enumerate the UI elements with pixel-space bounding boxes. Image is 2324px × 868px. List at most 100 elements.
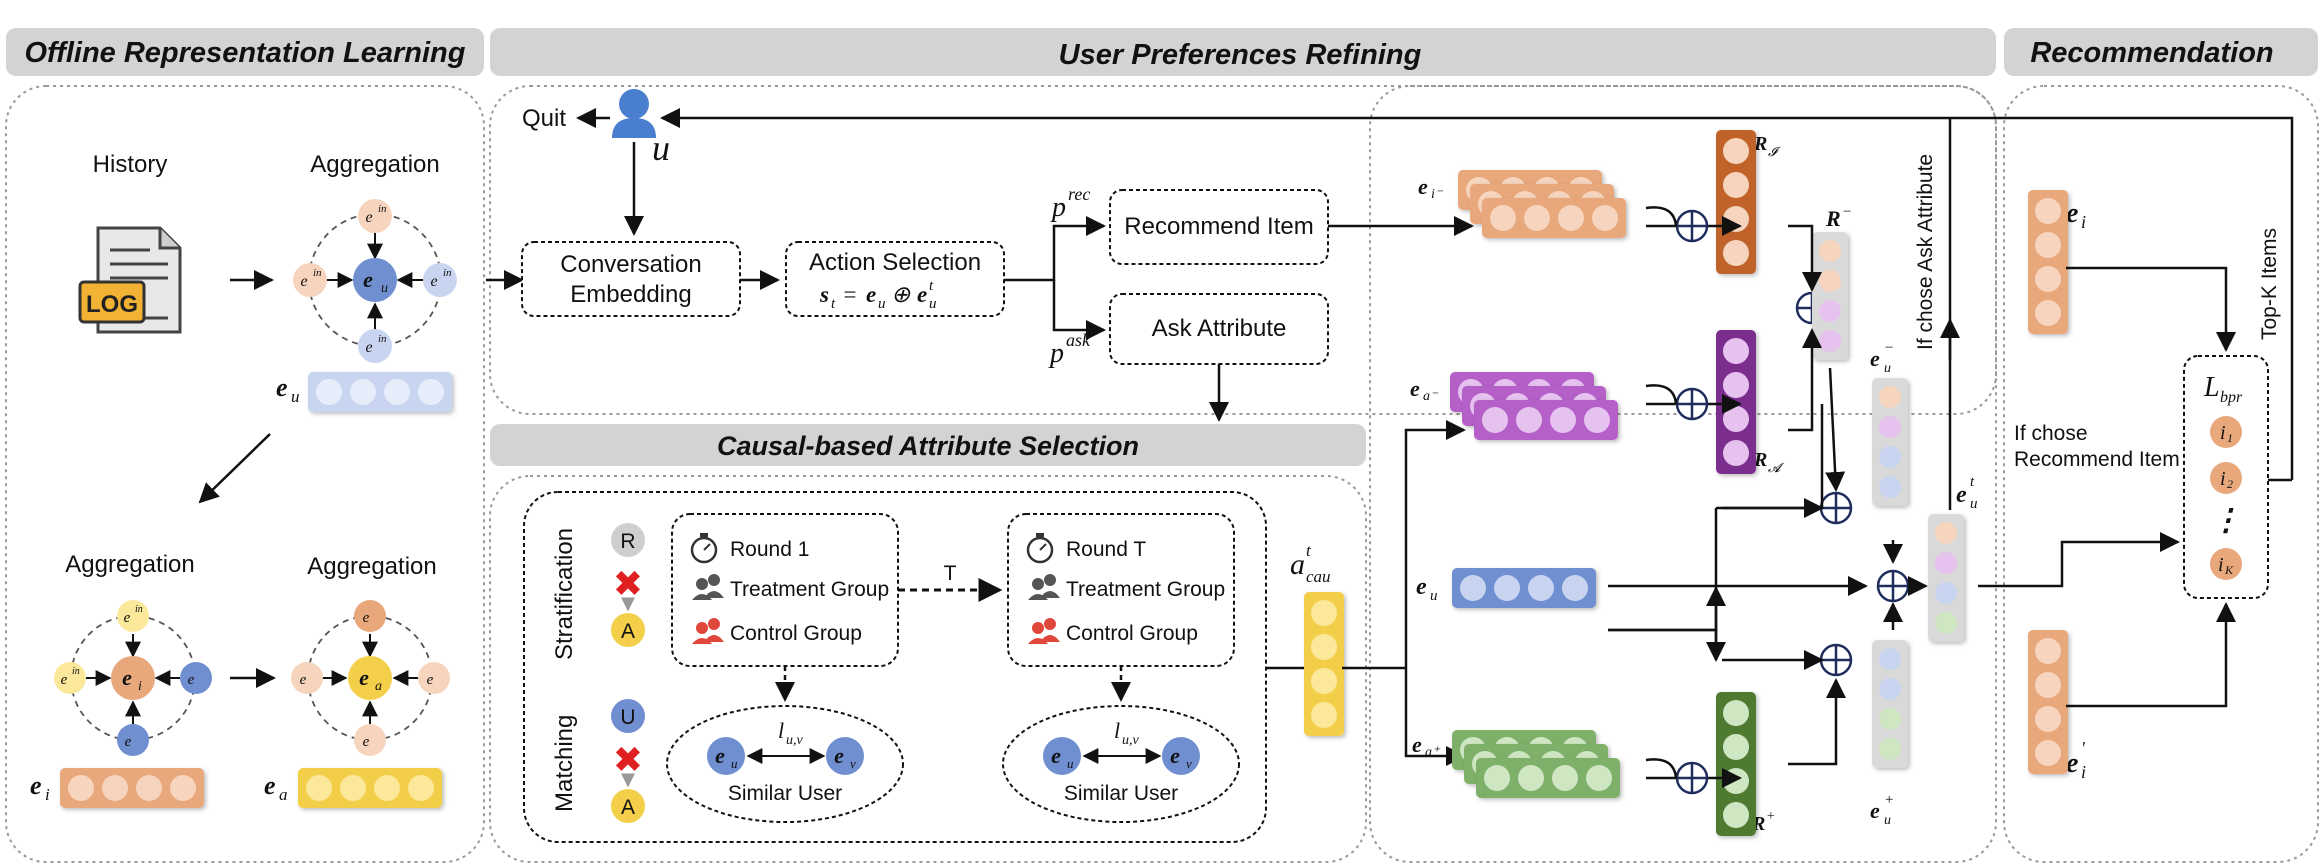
aggregation-graph-user: e u e in e in e in e in	[293, 199, 457, 363]
rec-e-i-sub: i	[2081, 212, 2086, 232]
vector-cell	[350, 379, 376, 405]
stopwatch-icon	[690, 533, 718, 564]
vector-cell	[1586, 765, 1612, 791]
arrow-cau-to-a-plus	[1404, 668, 1466, 766]
vector-R-minus	[1812, 232, 1848, 360]
e-u-vector-sub: u	[291, 387, 300, 406]
recommend-item-label: Recommend Item	[1124, 213, 1313, 240]
stopwatch-icon	[1026, 533, 1054, 564]
svg-text:e: e	[427, 672, 434, 688]
e-u-t-sub: u	[1970, 496, 1978, 512]
similar-user-group-1: e u e v l u,v Similar User	[666, 705, 904, 823]
concat-operator	[1819, 643, 1853, 677]
loss-sub: bpr	[2220, 389, 2243, 406]
svg-text:e: e	[1170, 743, 1180, 768]
round1-treatment-label: Treatment Group	[730, 578, 889, 601]
svg-text:l: l	[778, 718, 784, 743]
action-formula: s t = e u ⊕ e u t	[819, 278, 937, 312]
vector-cell	[1490, 205, 1516, 231]
concat-operator	[1675, 209, 1709, 243]
vector-cell	[1879, 738, 1901, 760]
embedding-vector-e-i	[60, 768, 204, 808]
vector-cell	[1550, 407, 1576, 433]
svg-text:R: R	[620, 530, 635, 553]
vector-cell	[1879, 648, 1901, 670]
e-i-vector-sub: i	[45, 785, 50, 804]
rank-ellipsis: ⋮	[2211, 504, 2241, 537]
embedding-vector-e-u-mid	[1452, 568, 1596, 608]
top-k-label: Top-K Items	[2258, 228, 2281, 340]
panel-causal	[489, 475, 1367, 863]
vector-cell	[1879, 416, 1901, 438]
R-A-label: R	[1753, 449, 1767, 471]
stack-e-a-minus	[1450, 372, 1618, 440]
header-causal: Causal-based Attribute Selection	[717, 431, 1139, 461]
vector-cell	[1879, 678, 1901, 700]
treatment-group-icon	[692, 574, 724, 600]
if-chose-rec-label-2: Recommend Item	[2014, 448, 2180, 471]
vector-e-u-plus	[1872, 640, 1908, 768]
vector-cell	[68, 775, 94, 801]
concat-operator	[1819, 491, 1853, 525]
node-e-u-center	[353, 258, 397, 302]
concat-operator	[1675, 761, 1709, 795]
rec-vector-e-i-prime	[2028, 630, 2068, 774]
svg-text:u,v: u,v	[1122, 733, 1140, 748]
svg-text:e: e	[430, 273, 437, 290]
curved-connector	[1645, 206, 1678, 227]
svg-text:e: e	[122, 665, 132, 690]
svg-text:e: e	[359, 665, 369, 690]
header-refining-bg	[490, 28, 1996, 76]
embedding-vector-e-a	[298, 768, 442, 808]
vector-body	[1476, 758, 1620, 798]
vector-cell	[1311, 634, 1337, 660]
user-symbol: u	[652, 128, 670, 168]
vector-body	[1452, 568, 1596, 608]
svg-text:=: =	[842, 282, 858, 307]
a-cau-sup: t	[1306, 541, 1312, 560]
vector-cell	[1935, 612, 1957, 634]
vector-cell	[1518, 765, 1544, 791]
svg-text:v: v	[1186, 756, 1192, 771]
e-u-t-label: e	[1956, 482, 1967, 508]
vector-cell	[1723, 372, 1749, 398]
svg-text:in: in	[443, 267, 452, 279]
refining-connectors	[1608, 216, 2180, 788]
if-chose-ask-label: If chose Ask Attribute	[1914, 154, 1937, 350]
vector-cell	[1516, 407, 1542, 433]
arrow-feedback-loop	[660, 108, 2294, 480]
vector-body	[298, 768, 442, 808]
svg-text:e: e	[61, 672, 68, 688]
svg-text:U: U	[620, 706, 635, 729]
vector-body	[1872, 378, 1908, 506]
vector-cell	[1311, 702, 1337, 728]
svg-text:t: t	[831, 296, 836, 312]
vector-body	[1716, 130, 1756, 274]
svg-text:in: in	[313, 267, 322, 279]
svg-text:e: e	[125, 734, 132, 750]
vector-cell	[1935, 582, 1957, 604]
header-offline: Offline Representation Learning	[25, 37, 466, 69]
svg-text:in: in	[72, 666, 80, 677]
rec-e-i-prime-mark: ′	[2081, 738, 2086, 758]
e-u-plus-sub: u	[1884, 813, 1891, 828]
vector-cell	[1723, 734, 1749, 760]
panel-refining-right	[1369, 85, 1997, 863]
vector-cell	[2035, 232, 2061, 258]
svg-text:A: A	[621, 796, 635, 819]
stack-e-i-minus	[1458, 170, 1626, 238]
vector-cell	[136, 775, 162, 801]
vector-cell	[1482, 407, 1508, 433]
vector-cell	[1879, 446, 1901, 468]
e-u-plus-sup: +	[1884, 792, 1894, 808]
vector-cell	[1484, 765, 1510, 791]
a-cau-label: a	[1290, 548, 1305, 581]
svg-text:2: 2	[2227, 477, 2233, 491]
vector-cell	[2035, 706, 2061, 732]
vector-body	[1482, 198, 1626, 238]
embedding-vector-a-cau	[1304, 592, 1344, 736]
e-u-vector-label: e	[276, 373, 288, 402]
svg-text:e: e	[365, 209, 372, 226]
header-causal-bg	[490, 424, 1366, 466]
